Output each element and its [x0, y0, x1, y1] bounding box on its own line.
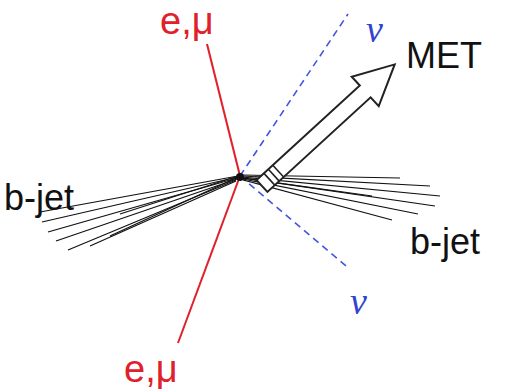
b-jet-label: b-jet: [410, 224, 480, 260]
lepton-label: e,μ: [160, 2, 214, 40]
neutrino-label: ν: [366, 10, 383, 48]
vertex: [236, 173, 244, 181]
neutrino-label: ν: [350, 282, 367, 320]
lepton-label: e,μ: [124, 350, 178, 388]
met-arrow: [248, 50, 408, 201]
b-jet-label: b-jet: [4, 180, 74, 216]
lepton-track: [207, 44, 240, 176]
met-label: MET: [406, 38, 482, 74]
